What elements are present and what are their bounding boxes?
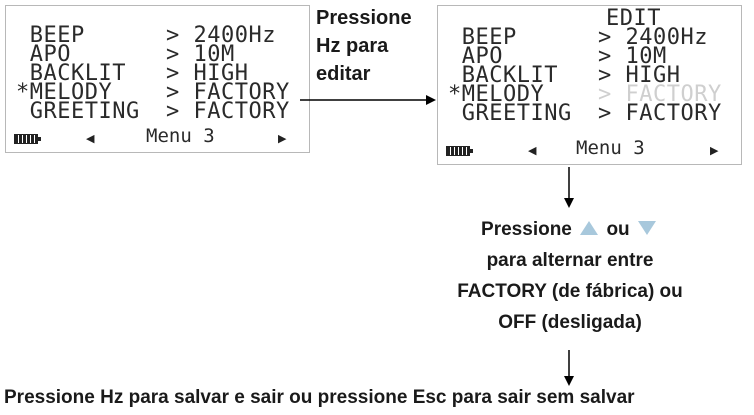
row-label: APO [16, 42, 71, 67]
menu-value-apo: > 10M [166, 42, 235, 67]
menu-row-backlit: BACKLIT [448, 63, 558, 88]
row-value: > 10M [598, 44, 667, 69]
row-value: > FACTORY [166, 80, 290, 105]
row-value: > 2400Hz [166, 23, 276, 48]
menu-value-melody: > FACTORY [166, 80, 290, 105]
row-label: BACKLIT [16, 61, 126, 86]
step2-line2: para alternar entre [486, 250, 654, 271]
step2-line4: OFF (desligada) [498, 312, 642, 333]
left-triangle-icon: ◀ [86, 133, 95, 145]
step3-caption: Pressione Hz para salvar e sair ou press… [4, 387, 635, 408]
menu-value-melody-blinking: > FACTORY [598, 82, 722, 107]
row-label: BEEP [16, 23, 85, 48]
step2-line3: FACTORY (de fábrica) ou [457, 281, 683, 302]
edit-label: EDIT [606, 6, 661, 31]
menu-row-beep: BEEP [16, 23, 85, 48]
step1-caption: Pressione Hz para editar [316, 6, 412, 86]
row-value: > FACTORY [598, 101, 722, 126]
up-arrow-key-icon [580, 221, 599, 235]
step2-caption: Pressione ou para alternar entre FACTORY… [410, 214, 730, 338]
lcd-screen-right: EDIT BEEP > 2400Hz APO > 10M BACKLIT > H… [437, 5, 742, 165]
step1-line3: editar [316, 63, 371, 85]
step2-line1: Pressione ou [410, 214, 730, 245]
row-label: GREETING [16, 99, 140, 124]
menu-value-greeting: > FACTORY [598, 101, 722, 126]
row-label: *MELODY [448, 82, 545, 107]
down-arrow-key-icon [637, 221, 656, 235]
menu-value-greeting: > FACTORY [166, 99, 290, 124]
menu-row-greeting: GREETING [448, 101, 572, 126]
battery-icon [14, 134, 41, 144]
menu-row-melody: *MELODY [448, 82, 545, 107]
step1-line1: Pressione [316, 7, 412, 29]
right-triangle-icon: ▶ [710, 145, 719, 157]
step2-or: ou [606, 219, 630, 240]
menu-label: Menu 3 [576, 137, 645, 159]
row-value: > FACTORY [166, 99, 290, 124]
battery-icon [446, 146, 473, 156]
menu-row-apo: APO [16, 42, 71, 67]
menu-row-beep: BEEP [448, 25, 517, 50]
row-value: > HIGH [598, 63, 681, 88]
lcd-screen-left: BEEP > 2400Hz APO > 10M BACKLIT > HIGH *… [5, 5, 310, 153]
menu-row-backlit: BACKLIT [16, 61, 126, 86]
row-label: BACKLIT [448, 63, 558, 88]
row-value: > 2400Hz [598, 25, 708, 50]
menu-row-greeting: GREETING [16, 99, 140, 124]
menu-value-beep: > 2400Hz [598, 25, 708, 50]
right-triangle-icon: ▶ [278, 133, 287, 145]
menu-value-backlit: > HIGH [598, 63, 681, 88]
row-value: > FACTORY [598, 82, 722, 107]
row-value: > 10M [166, 42, 235, 67]
row-label: GREETING [448, 101, 572, 126]
row-label: *MELODY [16, 80, 113, 105]
menu-value-backlit: > HIGH [166, 61, 249, 86]
step1-line2: Hz para [316, 35, 389, 57]
row-label: BEEP [448, 25, 517, 50]
row-value: > HIGH [166, 61, 249, 86]
menu-label: Menu 3 [146, 125, 215, 147]
step2-press: Pressione [481, 219, 572, 240]
menu-value-beep: > 2400Hz [166, 23, 276, 48]
row-label: APO [448, 44, 503, 69]
menu-row-melody: *MELODY [16, 80, 113, 105]
menu-value-apo: > 10M [598, 44, 667, 69]
menu-row-apo: APO [448, 44, 503, 69]
left-triangle-icon: ◀ [528, 145, 537, 157]
